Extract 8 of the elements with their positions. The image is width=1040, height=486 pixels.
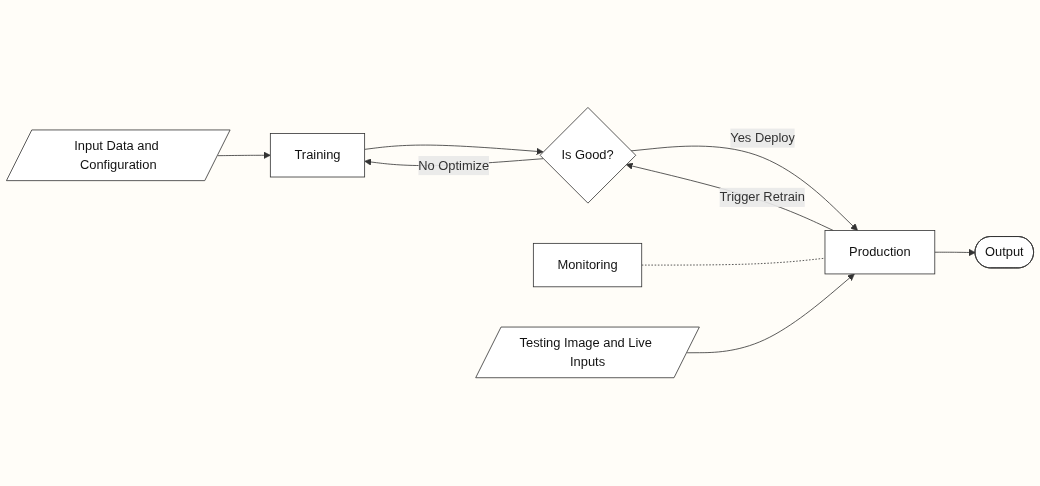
edge-label: Yes Deploy [730, 131, 795, 145]
edge-label: Trigger Retrain [719, 190, 805, 205]
edge-label: No Optimize [418, 158, 490, 173]
connector [641, 258, 826, 266]
node-box: Production [824, 230, 936, 275]
node-box: Training [269, 133, 366, 178]
node-box: Monitoring [532, 243, 643, 288]
node-diamond: Is Good? [539, 107, 637, 204]
